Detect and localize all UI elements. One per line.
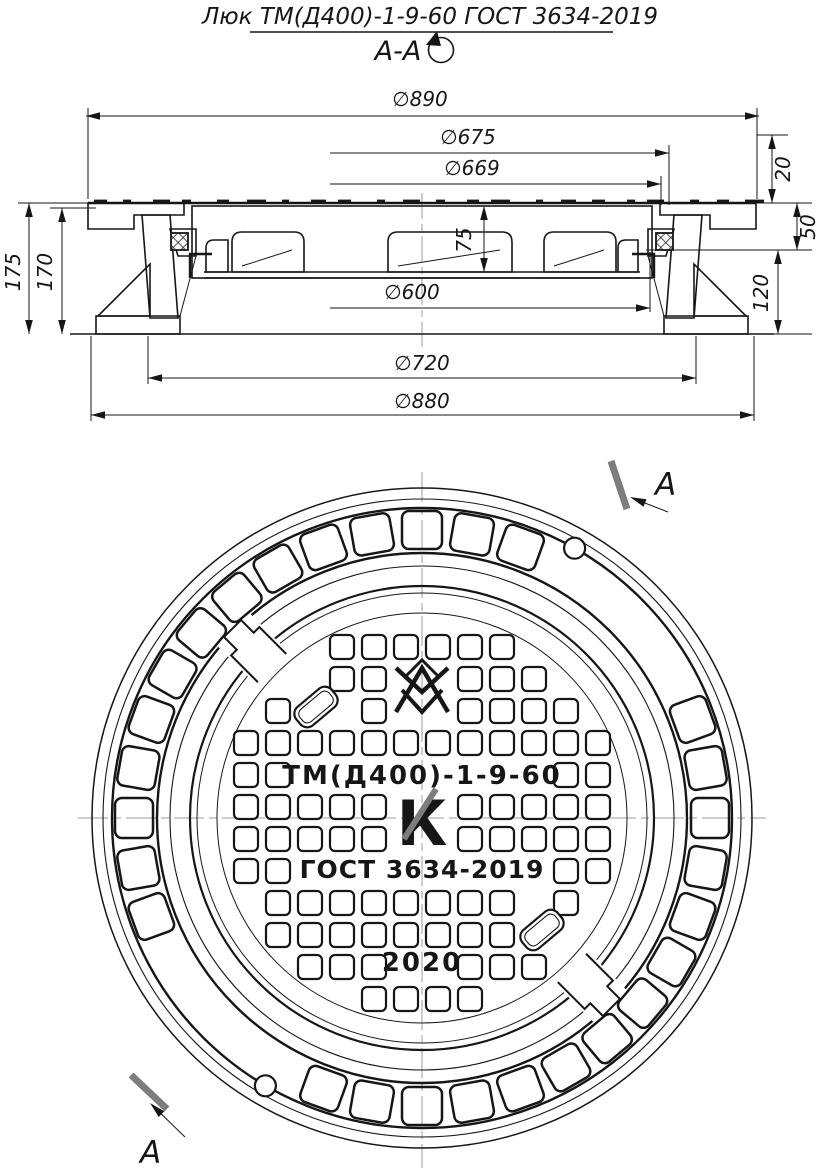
dim-d720: ∅720	[394, 351, 450, 375]
k-mark-slash	[401, 787, 439, 841]
pattern-field-circle	[216, 612, 628, 1024]
pick-hole-top	[562, 536, 587, 560]
surface-pattern-edge	[94, 199, 764, 204]
dim-d890: ∅890	[392, 87, 448, 111]
drawing-title: Люк ТМ(Д400)-1-9-60 ГОСТ 3634-2019	[201, 4, 658, 30]
dim-d600: ∅600	[384, 280, 440, 304]
cover-section	[191, 205, 653, 279]
dim-d675: ∅675	[440, 125, 496, 149]
dim-120: 120	[749, 274, 773, 312]
dim-20: 20	[771, 156, 795, 181]
key-slot-upper-left	[293, 685, 339, 729]
cover-rib-pocket	[543, 231, 617, 273]
dim-170: 170	[33, 253, 57, 291]
dim-50: 50	[796, 214, 820, 239]
cut-label-top: А	[653, 467, 676, 503]
dimension-lines	[18, 108, 812, 421]
cover-gost-text: ГОСТ 3634-2019	[300, 855, 545, 884]
plan-view: ТМ(Д400)-1-9-60 К ГОСТ 3634-2019 2020 А …	[78, 459, 766, 1170]
frame-square-openings	[113, 509, 731, 1127]
lock-notch-upper-right	[209, 605, 289, 685]
cut-mark-bottom-left: А	[128, 1072, 186, 1170]
cut-mark-top-right: А	[607, 459, 676, 513]
cover-rib-pocket	[231, 231, 305, 273]
section-label: А-А	[373, 36, 422, 67]
gasket-section	[170, 232, 189, 251]
cover-model-text: ТМ(Д400)-1-9-60	[282, 761, 562, 791]
section-view: ∅890 ∅675 ∅669 ∅600 ∅720 ∅880 20 50 75 1…	[1, 87, 820, 421]
cut-label-bottom: А	[138, 1135, 161, 1170]
cover-year-text: 2020	[382, 948, 462, 978]
dimension-labels: ∅890 ∅675 ∅669 ∅600 ∅720 ∅880 20 50 75 1…	[1, 87, 820, 413]
frame-rings	[91, 487, 753, 1149]
frame-right-section	[630, 201, 758, 336]
cover-edge-circle	[188, 584, 656, 1052]
dim-75: 75	[452, 227, 476, 252]
frame-left-section	[87, 202, 212, 335]
zigzag-m-emblem	[394, 657, 450, 715]
drawing-header: Люк ТМ(Д400)-1-9-60 ГОСТ 3634-2019 А-А	[201, 4, 658, 67]
cover-rib-pocket	[387, 231, 513, 273]
lock-notch-lower-left	[555, 951, 635, 1031]
cover-k-mark: К	[397, 787, 448, 860]
dim-175: 175	[1, 253, 25, 291]
dim-d880: ∅880	[394, 389, 450, 413]
cover-tread-pattern	[232, 633, 612, 1013]
key-slot-lower-right	[519, 908, 565, 952]
rotated-view-icon	[426, 31, 455, 64]
pick-hole-bottom	[253, 1074, 277, 1098]
dim-d669: ∅669	[444, 156, 500, 180]
dimension-arrows	[25, 112, 801, 419]
